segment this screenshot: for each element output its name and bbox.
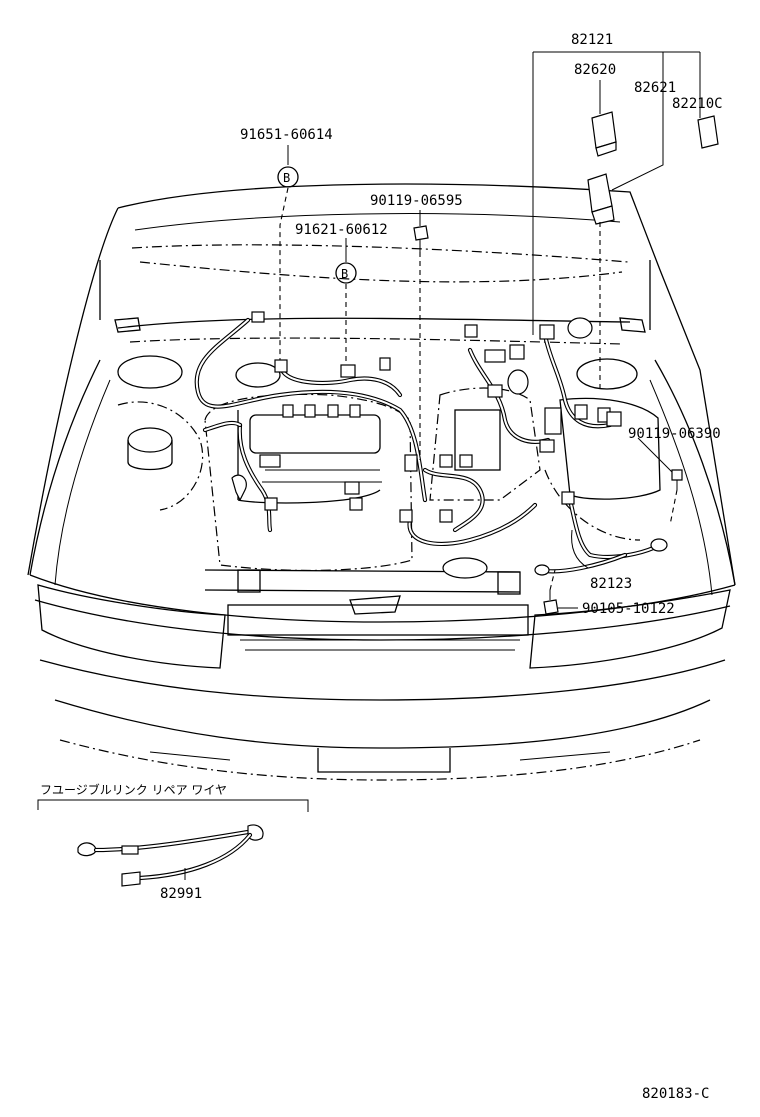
relay-parts bbox=[587, 111, 719, 225]
label-90119-06595: 90119-06595 bbox=[370, 193, 463, 209]
diagram-code: 820183-C bbox=[642, 1086, 709, 1102]
label-82991: 82991 bbox=[160, 886, 202, 902]
label-fusible-link-repair-wire: フユージブルリンク リペア ワイヤ bbox=[40, 782, 227, 797]
callout-b-lower: B bbox=[341, 267, 348, 281]
engine-bay bbox=[114, 317, 661, 615]
fusible-link-wire bbox=[37, 799, 309, 887]
label-82621: 82621 bbox=[634, 80, 676, 96]
label-82123: 82123 bbox=[590, 576, 632, 592]
part-labels: 82121 82620 82621 82210C 91651-60614 901… bbox=[40, 32, 723, 1102]
label-90119-06390: 90119-06390 bbox=[628, 426, 721, 442]
callout-circles bbox=[277, 166, 357, 284]
label-91651-60614: 91651-60614 bbox=[240, 127, 333, 143]
label-82121: 82121 bbox=[571, 32, 613, 48]
engine-wiring-harness bbox=[194, 311, 668, 576]
label-82620: 82620 bbox=[574, 62, 616, 78]
label-82210c: 82210C bbox=[672, 96, 723, 112]
label-91621-60612: 91621-60612 bbox=[295, 222, 388, 238]
bolts bbox=[413, 225, 683, 615]
callout-b-upper: B bbox=[283, 171, 290, 185]
label-90105-10122: 90105-10122 bbox=[582, 601, 675, 617]
car-body bbox=[27, 183, 736, 781]
leader-lines bbox=[279, 51, 701, 609]
